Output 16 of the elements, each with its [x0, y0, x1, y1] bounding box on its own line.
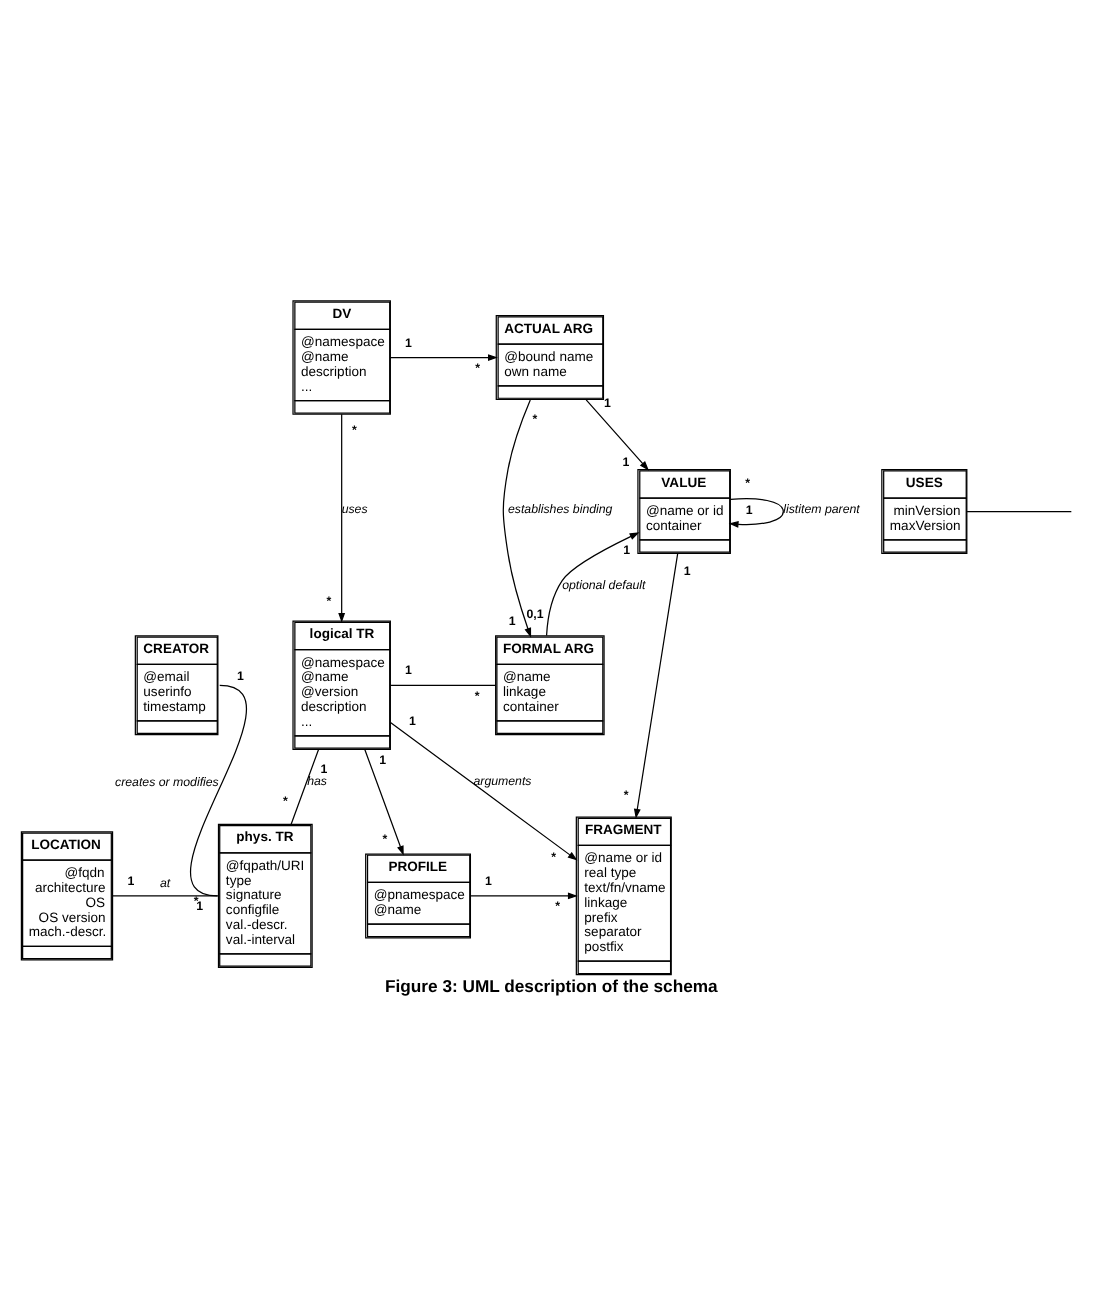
arrow [470, 892, 578, 900]
arrow [545, 532, 640, 637]
arrow [338, 413, 346, 623]
arrow [389, 721, 578, 861]
arrow [585, 399, 649, 471]
arrow [633, 553, 679, 819]
caption: Figure 3: UML description of the schema [385, 976, 718, 997]
connector [190, 684, 247, 897]
connector [389, 684, 496, 686]
arrow [389, 354, 498, 362]
arrow [502, 399, 532, 638]
arrow [364, 748, 404, 856]
arrow [728, 498, 784, 528]
connector [966, 510, 1072, 513]
connector [112, 895, 219, 897]
connector [290, 748, 320, 825]
